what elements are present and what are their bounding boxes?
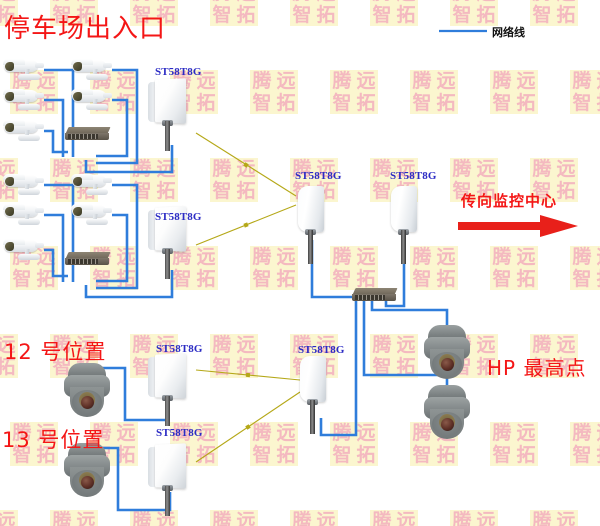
network-switch[interactable]: [65, 127, 111, 143]
page-title: 停车场出入口: [4, 14, 167, 44]
panel-antenna[interactable]: [296, 186, 328, 266]
bullet-camera[interactable]: [0, 174, 46, 196]
panel-antenna[interactable]: [389, 186, 421, 266]
cable-camB4: [96, 183, 139, 290]
panel-antenna[interactable]: [148, 443, 188, 518]
antenna-label: ST58T8G: [295, 170, 342, 182]
transmit-label: 传向监控中心: [461, 192, 558, 210]
position-12-label: 12 号位置: [4, 340, 107, 364]
ptz-dome-camera[interactable]: [60, 443, 114, 499]
bullet-camera[interactable]: [0, 120, 46, 142]
wireless-marker-2: [243, 222, 249, 228]
transmit-arrow: [458, 215, 578, 237]
network-switch[interactable]: [65, 252, 111, 268]
panel-antenna[interactable]: [148, 206, 188, 281]
bullet-camera[interactable]: [68, 204, 114, 226]
bullet-camera[interactable]: [0, 59, 46, 81]
bullet-camera[interactable]: [68, 59, 114, 81]
antenna-label: ST58T8G: [155, 66, 202, 78]
wireless-marker-3: [245, 372, 251, 378]
antenna-label: ST58T8G: [390, 170, 437, 182]
antenna-label: ST58T8G: [156, 427, 203, 439]
cable-pos12-antenna5: [88, 366, 168, 422]
antenna-label: ST58T8G: [155, 211, 202, 223]
cable-camB2: [44, 213, 65, 282]
bullet-camera[interactable]: [0, 89, 46, 111]
panel-antenna[interactable]: [298, 356, 330, 436]
position-13-label: 13 号位置: [2, 428, 105, 452]
ptz-dome-camera[interactable]: [60, 363, 114, 419]
ptz-dome-camera[interactable]: [420, 325, 474, 381]
bullet-camera[interactable]: [0, 204, 46, 226]
network-switch[interactable]: [352, 288, 398, 304]
panel-antenna[interactable]: [148, 78, 188, 153]
cable-camA1: [44, 68, 75, 157]
legend-label: 网络线: [492, 26, 525, 39]
bullet-camera[interactable]: [68, 174, 114, 196]
cable-switchC-ptz1: [370, 300, 449, 330]
bullet-camera[interactable]: [68, 89, 114, 111]
highest-point-label: HP 最高点: [487, 356, 587, 380]
cable-antenna4-switchC: [384, 240, 406, 308]
cable-camA3: [44, 129, 68, 154]
wireless-marker-4: [245, 424, 251, 430]
panel-antenna[interactable]: [148, 353, 188, 428]
cable-camA4: [96, 68, 139, 165]
antenna-label: ST58T8G: [298, 344, 345, 356]
ptz-dome-camera[interactable]: [420, 385, 474, 441]
bullet-camera[interactable]: [0, 239, 46, 261]
antenna-label: ST58T8G: [156, 343, 203, 355]
